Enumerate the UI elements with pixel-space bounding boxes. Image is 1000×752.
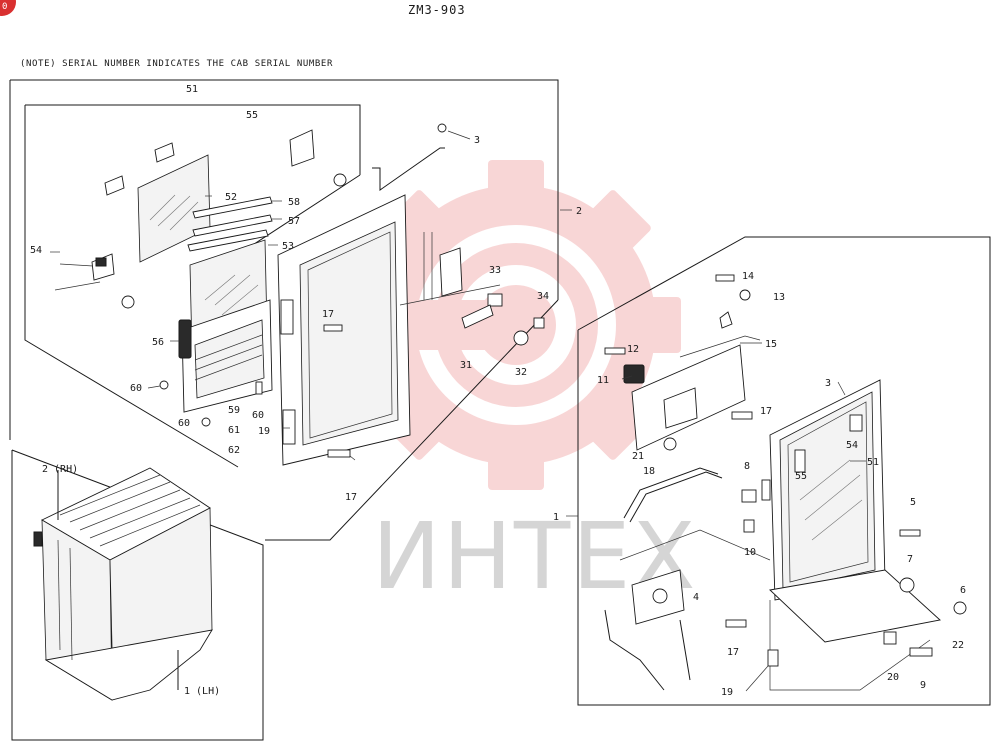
door-assembly-frame xyxy=(24,104,559,541)
lower-sash-59 xyxy=(181,299,273,413)
svg-text:58: 58 xyxy=(288,197,300,208)
corner-badge-label: 0 xyxy=(2,2,7,12)
callout-labels-lower: 14 13 12 15 11 3 17 54 21 18 51 8 55 5 1… xyxy=(553,271,966,698)
svg-text:55: 55 xyxy=(246,110,258,121)
svg-text:7: 7 xyxy=(907,554,913,565)
svg-text:17: 17 xyxy=(760,406,772,417)
lower-door-frame-3 xyxy=(769,379,886,601)
svg-text:60: 60 xyxy=(252,410,264,421)
svg-text:4: 4 xyxy=(693,592,699,603)
svg-text:60: 60 xyxy=(130,383,142,394)
svg-text:15: 15 xyxy=(765,339,777,350)
svg-text:6: 6 xyxy=(960,585,966,596)
svg-text:18: 18 xyxy=(643,466,655,477)
latch-54 xyxy=(54,253,135,309)
lock-parts-31-32-33-34 xyxy=(399,232,545,346)
catches-55 xyxy=(104,129,347,196)
svg-text:1: 1 xyxy=(553,512,559,523)
svg-text:5: 5 xyxy=(910,497,916,508)
svg-text:60: 60 xyxy=(178,418,190,429)
svg-text:22: 22 xyxy=(952,640,964,651)
svg-text:21: 21 xyxy=(632,451,644,462)
bolts-17-60 xyxy=(159,324,356,461)
inset-label-lh: 1 (LH) xyxy=(184,686,220,697)
svg-text:51: 51 xyxy=(867,457,879,468)
svg-text:17: 17 xyxy=(345,492,357,503)
svg-text:57: 57 xyxy=(288,216,300,227)
lock-assembly-4 xyxy=(604,569,691,691)
svg-text:11: 11 xyxy=(597,375,609,386)
svg-text:61: 61 xyxy=(228,425,240,436)
svg-text:14: 14 xyxy=(742,271,754,282)
svg-text:12: 12 xyxy=(627,344,639,355)
svg-text:56: 56 xyxy=(152,337,164,348)
svg-text:33: 33 xyxy=(489,265,501,276)
door-frame-2 xyxy=(277,194,411,466)
svg-text:2: 2 xyxy=(576,206,582,217)
handle-56 xyxy=(178,319,192,359)
svg-text:19: 19 xyxy=(721,687,733,698)
svg-text:54: 54 xyxy=(846,440,858,451)
svg-text:52: 52 xyxy=(225,192,237,203)
lower-small-parts xyxy=(604,274,967,667)
handle-18 xyxy=(623,467,723,523)
cab-inset-drawing xyxy=(33,467,213,701)
svg-text:53: 53 xyxy=(282,241,294,252)
main-assembly-frame xyxy=(9,79,559,440)
svg-text:62: 62 xyxy=(228,445,240,456)
svg-text:20: 20 xyxy=(887,672,899,683)
svg-text:54: 54 xyxy=(30,245,42,256)
svg-text:3: 3 xyxy=(474,135,480,146)
svg-text:8: 8 xyxy=(744,461,750,472)
serial-note: (NOTE) SERIAL NUMBER INDICATES THE CAB S… xyxy=(20,59,333,69)
svg-text:17: 17 xyxy=(322,309,334,320)
svg-text:51: 51 xyxy=(186,84,198,95)
svg-text:13: 13 xyxy=(773,292,785,303)
svg-text:59: 59 xyxy=(228,405,240,416)
inset-label-rh: 2 (RH) xyxy=(42,464,78,475)
svg-text:32: 32 xyxy=(515,367,527,378)
svg-text:55: 55 xyxy=(795,471,807,482)
callout-labels-main: 51 55 3 2 58 57 53 52 54 33 34 17 31 32 … xyxy=(30,84,582,503)
leader-lines-lower xyxy=(566,342,866,692)
svg-text:3: 3 xyxy=(825,378,831,389)
svg-text:31: 31 xyxy=(460,360,472,371)
leader-lines-main xyxy=(50,130,572,429)
lower-assembly-frame xyxy=(577,236,991,706)
seal-strips-58-57 xyxy=(187,196,273,252)
svg-text:19: 19 xyxy=(258,426,270,437)
svg-text:17: 17 xyxy=(727,647,739,658)
corner-badge xyxy=(0,0,16,16)
svg-text:10: 10 xyxy=(744,547,756,558)
svg-text:34: 34 xyxy=(537,291,549,302)
svg-text:9: 9 xyxy=(920,680,926,691)
door-panel-11-15 xyxy=(623,335,761,451)
page-code: ZM3-903 xyxy=(408,3,466,17)
grab-handle-3 xyxy=(372,123,447,191)
cab-base xyxy=(619,529,941,691)
